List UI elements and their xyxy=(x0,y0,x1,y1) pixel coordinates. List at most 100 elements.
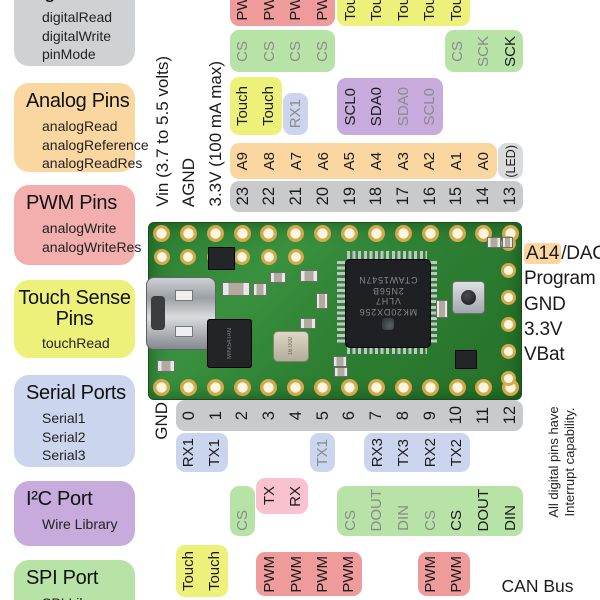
pin-label: 3 xyxy=(260,410,279,421)
passive-component xyxy=(487,237,501,248)
pin-label: PWM xyxy=(287,555,305,593)
pin-label: SCL0 xyxy=(341,87,359,126)
pin-label: CS xyxy=(421,510,439,531)
solder-pad xyxy=(206,378,224,396)
pin-label: 21 xyxy=(287,187,306,206)
pin-label: 11 xyxy=(474,406,493,425)
right-pin-label: VBat xyxy=(524,344,565,366)
usb-opening xyxy=(151,296,165,330)
pin-label: 14 xyxy=(474,187,493,206)
pin-label: A6 xyxy=(314,151,332,171)
pin-label: PWM xyxy=(314,555,332,593)
pin-label: 15 xyxy=(447,187,466,206)
pin-label: 4 xyxy=(286,410,305,421)
pin-label: Touch xyxy=(394,0,412,21)
pin-label: 5 xyxy=(313,410,332,421)
pin-label: A2 xyxy=(421,151,439,171)
solder-pad xyxy=(500,289,516,305)
pin-label: RX1 xyxy=(287,99,305,129)
passive-component xyxy=(502,237,513,248)
pin-label: CS xyxy=(233,510,251,531)
legend-item: analogReference xyxy=(42,136,149,153)
pin-label: SDA0 xyxy=(394,86,412,127)
pin-label: SDA0 xyxy=(368,86,386,127)
small-ic-component xyxy=(455,350,477,369)
pin-label: RX xyxy=(286,485,304,507)
crystal-label: 16.000 xyxy=(288,337,294,356)
legend-can-bus: CAN Bus xyxy=(492,557,583,600)
passive-component xyxy=(333,356,347,367)
pin-label: DOUT xyxy=(368,488,386,532)
legend-digital: Digital PinsdigitalReaddigitalWritepinMo… xyxy=(14,0,135,66)
solder-pad xyxy=(367,224,385,242)
solder-pad xyxy=(421,224,439,242)
mcu-chip: MK20DX256 VLH7 2N56B CTAW1547N xyxy=(337,251,437,354)
solder-pad xyxy=(500,370,516,386)
legend-item: analogWrite xyxy=(42,220,117,236)
pin-label: Touch xyxy=(234,85,252,127)
pin-label: A9 xyxy=(234,151,252,171)
pin-label: TX1 xyxy=(314,438,332,467)
tx1-alt-bubble: TX1 xyxy=(310,433,336,472)
solder-pad xyxy=(287,224,305,242)
legend-title: SPI Port xyxy=(26,567,99,589)
legend-title: PWM Pins xyxy=(26,192,117,214)
pin-label: 16 xyxy=(420,187,439,206)
pin-label: DIN xyxy=(395,505,413,531)
3v3-label-text: 3.3V (100 mA max) xyxy=(206,61,226,207)
mcu-chip-body: MK20DX256 VLH7 2N56B CTAW1547N xyxy=(345,259,431,348)
vin-label: Vin (3.7 to 5.5 volts) xyxy=(149,56,176,207)
solder-pad xyxy=(260,378,278,396)
solder-pad xyxy=(341,378,359,396)
interrupt-note: All digital pins have Interrupt capabili… xyxy=(546,387,580,537)
bootloader-chip: MINI54TAN xyxy=(207,319,252,368)
solder-pad xyxy=(500,343,516,359)
pin-label: Touch xyxy=(421,0,439,21)
passive-component xyxy=(300,318,316,329)
pin-label: TX3 xyxy=(395,438,413,467)
pin-label: 20 xyxy=(313,187,332,206)
pin-label: RX1 xyxy=(180,437,198,468)
cs-pin2-bubble: CS xyxy=(229,486,255,536)
pin-label: SCK xyxy=(475,35,493,67)
legend-title: Serial Ports xyxy=(26,382,126,404)
legend-item: touchRead xyxy=(42,335,110,351)
mcu-chip-label: MK20DX256 xyxy=(358,307,418,317)
legend-title: Touch Sense Pins xyxy=(18,287,131,330)
pin-label: SCL0 xyxy=(421,87,439,126)
pin-label: 13 xyxy=(500,187,519,206)
pin-label: Touch xyxy=(206,550,224,592)
solder-pad xyxy=(475,378,493,396)
pin-label: TX1 xyxy=(206,438,224,467)
pin-label: A8 xyxy=(261,151,279,171)
interrupt-note-line: All digital pins have xyxy=(546,406,561,518)
pin-label: Touch xyxy=(260,85,278,127)
serial1-pins-group: RX1 TX1 xyxy=(175,433,228,472)
pin-label: 1 xyxy=(206,410,225,421)
legend-touch: Touch Sense Pins touchRead xyxy=(14,280,135,358)
solder-pad xyxy=(421,378,439,396)
right-pin-label: GND xyxy=(524,293,566,315)
gnd-label: GND xyxy=(148,402,175,440)
pin-label: CS xyxy=(234,40,252,62)
pin-label: 17 xyxy=(393,187,412,206)
legend-item: pinMode xyxy=(42,46,96,62)
usb-connector xyxy=(146,277,216,350)
pin-label: A4 xyxy=(367,151,385,171)
right-pin-label: A14/DAC xyxy=(524,243,600,264)
3v3-label: 3.3V (100 mA max) xyxy=(202,61,229,207)
pin-label: (LED) xyxy=(503,144,518,178)
agnd-label: AGND xyxy=(175,158,202,207)
pin-label: 9 xyxy=(420,410,439,421)
legend-item: digitalRead xyxy=(42,9,113,25)
pin-label: A1 xyxy=(447,151,465,171)
